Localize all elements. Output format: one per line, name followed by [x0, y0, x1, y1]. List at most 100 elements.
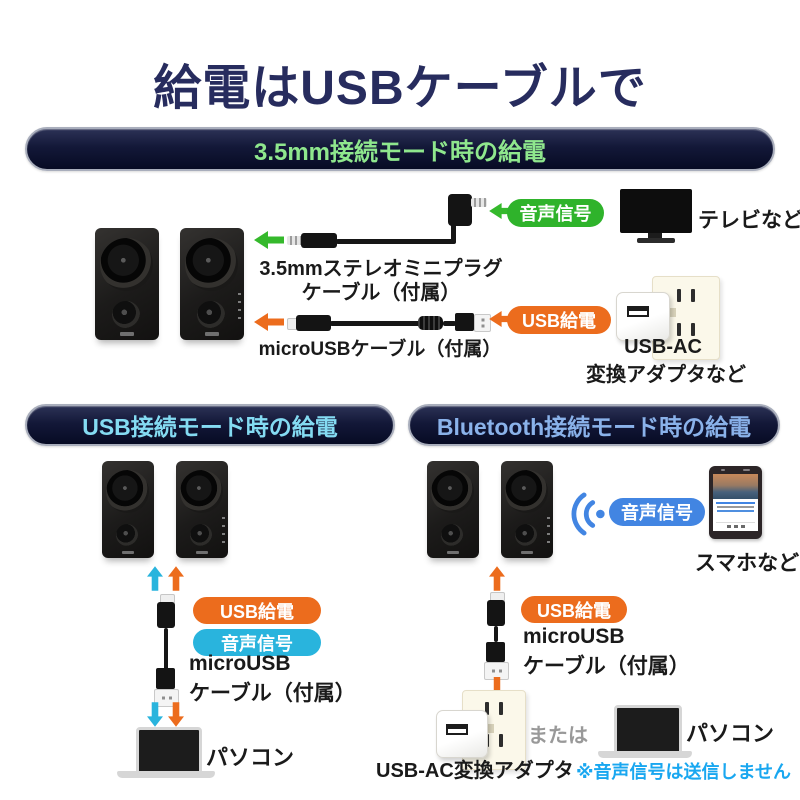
- minijack-tip-icon: [287, 236, 302, 245]
- arrow-left-green-icon: [254, 231, 284, 249]
- adapter-label-line2: 変換アダプタなど: [586, 364, 746, 386]
- speaker-logo: [204, 331, 220, 336]
- usb-port-icon: [627, 306, 649, 317]
- speaker-tweeter: [190, 524, 213, 547]
- cable-label-line1: microUSB: [189, 652, 291, 675]
- cable-35mm-riser: [451, 224, 456, 242]
- microusb-plug-icon: [487, 600, 505, 626]
- audio-signal-badge: 音声信号: [193, 629, 321, 656]
- cable-35mm: [336, 239, 456, 244]
- speaker-tweeter: [515, 524, 538, 547]
- speaker-left-icon: [95, 228, 159, 340]
- audio-signal-label: 音声信号: [221, 633, 293, 654]
- arrow-up-orange-icon: [168, 566, 184, 591]
- adapter-label: USB-AC変換アダプタ: [376, 760, 574, 782]
- wireless-signal-icon: [571, 492, 605, 536]
- usb-contacts: [481, 318, 484, 328]
- or-label: または: [528, 725, 588, 747]
- usb-power-badge: USB給電: [193, 597, 321, 624]
- outlet-slots: [485, 702, 503, 715]
- speaker-logo: [521, 550, 533, 555]
- usb-power-label: USB給電: [219, 601, 294, 622]
- speaker-right-icon: [501, 461, 553, 558]
- cable-label-line2: ケーブル（付属）: [523, 655, 690, 678]
- usb-contacts: [491, 669, 502, 673]
- adapter-label-line1: USB-AC: [624, 336, 702, 358]
- banner-usb-mode: USB接続モード時の給電: [25, 404, 395, 446]
- minijack-lplug-icon: [448, 194, 472, 226]
- arrow-left-orange-icon: [489, 311, 516, 327]
- microusb-plug-icon: [157, 602, 175, 628]
- speaker-controls: [547, 517, 551, 544]
- usb-ac-adapter-icon: [616, 292, 670, 341]
- pc-label: パソコン: [206, 745, 295, 770]
- cable-microusb-2: [443, 321, 456, 326]
- cable-label-line2: ケーブル（付属）: [189, 682, 356, 705]
- usb-power-badge: USB給電: [507, 306, 611, 334]
- usb-a-plug-icon: [455, 313, 474, 331]
- speaker-tweeter: [197, 300, 225, 329]
- audio-signal-label: 音声信号: [621, 503, 693, 523]
- speaker-controls: [222, 517, 226, 544]
- phone-label: スマホなど: [694, 552, 800, 575]
- speaker-tweeter: [441, 524, 464, 547]
- page-title: 給電はUSBケーブルで: [153, 62, 647, 115]
- cable-35mm-label-line1: 3.5mmステレオミニプラグ: [259, 258, 503, 280]
- cable-vertical: [164, 628, 168, 670]
- speaker-left-icon: [427, 461, 479, 558]
- adapter-prong: [664, 308, 676, 317]
- player-controls: [716, 522, 755, 529]
- speaker-woofer: [100, 238, 154, 292]
- audio-signal-label: 音声信号: [519, 204, 592, 224]
- usb-a-plug-icon: [156, 668, 175, 689]
- arrow-left-orange-icon: [254, 313, 284, 331]
- cable-label-line1: microUSB: [523, 625, 625, 648]
- laptop-icon: [614, 705, 682, 757]
- usb-a-shell-icon: [474, 314, 491, 332]
- pc-label: パソコン: [686, 721, 775, 746]
- tv-icon: [620, 189, 692, 233]
- usb-port-icon: [446, 724, 468, 735]
- usb-power-label: USB給電: [536, 600, 611, 621]
- usb-contacts: [161, 696, 172, 700]
- tv-base: [637, 238, 675, 243]
- banner-bluetooth-mode: Bluetooth接続モード時の給電: [408, 404, 780, 446]
- usb-ac-adapter-icon: [436, 710, 488, 758]
- banner-35mm-label: 3.5mm接続モード時の給電: [253, 138, 547, 166]
- cable-vertical: [494, 626, 498, 642]
- outlet-slots: [677, 289, 695, 302]
- audio-not-sent-note: ※音声信号は送信しません: [576, 762, 791, 782]
- arrow-down-cyan-icon: [147, 702, 163, 727]
- speaker-logo: [447, 550, 459, 555]
- audio-signal-badge: 音声信号: [507, 199, 604, 227]
- speaker-woofer: [106, 469, 150, 513]
- speaker-right-icon: [176, 461, 228, 558]
- speaker-tweeter: [112, 300, 140, 329]
- speaker-controls: [237, 292, 241, 319]
- audio-signal-badge: 音声信号: [609, 498, 705, 526]
- speaker-woofer: [505, 469, 549, 513]
- adapter-prong: [482, 724, 494, 733]
- speaker-left-icon: [102, 461, 154, 558]
- smartphone-screen: [713, 474, 758, 531]
- arrow-left-green-icon: [489, 203, 516, 219]
- usb-power-badge: USB給電: [521, 596, 627, 623]
- tv-stand: [648, 233, 662, 238]
- arrow-down-orange-icon: [168, 702, 184, 727]
- speaker-woofer: [180, 469, 224, 513]
- banner-bluetooth-label: Bluetooth接続モード時の給電: [436, 414, 752, 440]
- tv-label: テレビなど: [698, 209, 800, 232]
- ferrite-bead-icon: [418, 316, 443, 330]
- minijack-lplug-tip-icon: [471, 198, 487, 207]
- speaker-logo: [122, 550, 134, 555]
- usb-a-plug-icon: [486, 642, 505, 662]
- usb-a-shell-icon: [484, 662, 509, 680]
- cable-microusb-label: microUSBケーブル（付属）: [258, 339, 502, 360]
- banner-usb-label: USB接続モード時の給電: [82, 414, 338, 440]
- smartphone-icon: [709, 466, 762, 539]
- cable-microusb: [330, 321, 420, 326]
- arrow-up-cyan-icon: [147, 566, 163, 591]
- speaker-woofer: [185, 238, 239, 292]
- banner-35mm-mode: 3.5mm接続モード時の給電: [25, 127, 775, 171]
